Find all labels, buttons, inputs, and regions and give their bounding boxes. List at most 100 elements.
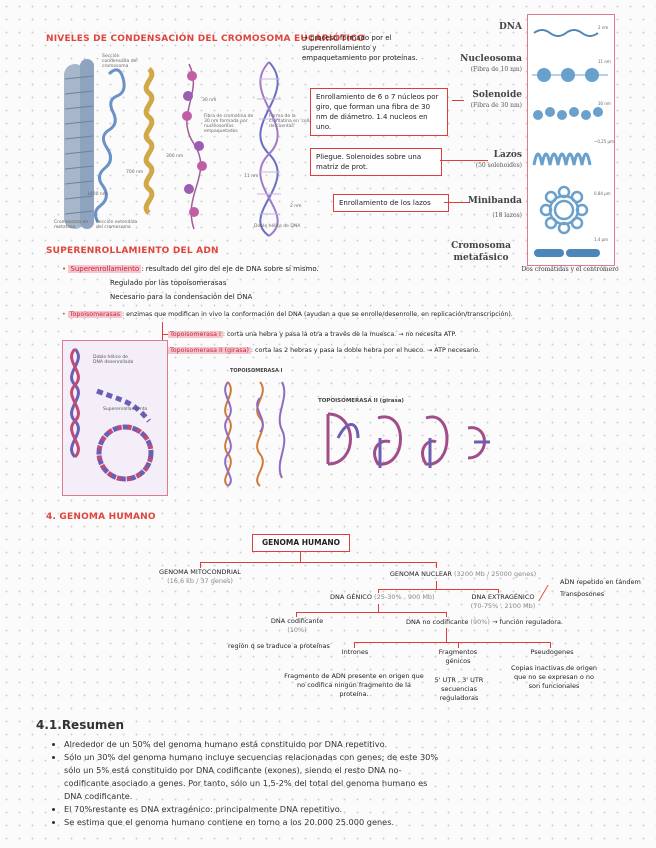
dna-no-codificante: DNA no codificante (90%) → función regul… [406,618,563,627]
dna-levels-illustration [532,29,608,257]
intrones-note: Fragmento de ADN presente en origen que … [284,672,424,698]
tree-line-nuclear-down [436,581,438,589]
dna-scale-2nm: 2 nm [598,25,609,30]
codificante-note: región q se traduce a proteínas [228,642,330,650]
topoisomerasa-i-illustration [224,381,286,487]
fig-label-seccion-condensada: Sección condensada del cromosoma [102,54,138,69]
topo2-line: Topoisomerasa II (girasa): corta las 2 h… [168,346,480,356]
dna-level-sub-nucleosoma: (Fibra de 10 nm) [470,66,522,73]
tree-line-codificante [296,612,298,617]
dna-no-codificante-sub: (90%) [470,618,490,626]
tree-line-fragmentos [458,642,460,648]
supercoil-label-superenrollamiento: Superenrollamiento [103,407,148,412]
fragmentos-label: Fragmentos génicos [438,648,478,665]
genoma-mitocondrial-label: GENOMA MITOCONDRIAL [159,568,241,576]
fig-label-cromosoma-metafase: Cromosoma en metafase [54,220,89,230]
fig-label-fibra-30nm: Fibra de cromatina de 30 nm formada por … [204,114,254,134]
fig-label-700nm: 700 nm [126,170,144,175]
summary-title: 4.1.Resumen [36,718,125,732]
pseudogenes-note: Copias inactivas de origen que no se exp… [511,664,597,690]
connector-minibanda [444,202,470,203]
tree-line-genico [378,589,380,593]
fig-label-1400nm: 1400 nm [87,192,108,197]
supercoil-label-desenrollada: Doble hélice de DNA desenrollada [93,355,134,365]
dna-level-sub-minibanda: (18 lazos) [492,212,522,219]
connector-lazos [440,160,488,161]
topo1-line: Topoisomerasa I: corta una hebra y pasa … [168,330,456,340]
tree-line-intrones [354,642,356,648]
dna-level-sub-lazos: (50 solenoides) [475,162,522,169]
extragenico-note-transposones: Transposones [560,590,605,598]
dna-figure-caption: Dos cromátidas y el centrómero [521,266,619,273]
connector-solenoide [452,100,464,101]
chromosome-condensation-illustration [64,59,281,237]
tree-line-nuclear [436,562,438,568]
pseudogenes-label: Pseudogenes [530,648,574,656]
tree-line-level4 [354,642,550,644]
fig-label-forma-collar: Forma de la cromatina en 'collar de cuen… [269,114,314,129]
dna-scale-084um: 0,84 μm [594,191,611,196]
genoma-nuclear: GENOMA NUCLEAR (3200 Mb / 25000 genes) [388,570,538,579]
dna-level-label-solenoide: Solenoide [472,90,522,100]
topoisomerasas-text: : enzimas que modifican in vivo la confo… [121,311,513,318]
genoma-nuclear-label: GENOMA NUCLEAR [389,570,452,578]
topoisomerasas-key: Topoisomerasas [67,311,122,318]
dna-level-label-cromosoma: Cromosoma metafásico [451,241,511,263]
tree-line-pseudogenes [550,642,552,648]
dna-extragenico-sub: (70-75% , 2100 Mb) [470,602,536,610]
topoisomerasa-ii-figure: TOPOISOMERASA II (girasa) [318,398,498,474]
tree-line-genico-down [378,604,380,612]
dna-level-label-dna: DNA [498,22,522,32]
no-codificante-note: → función reguladora. [492,618,564,626]
fig-label-seccion-extendida: Sección extendida del cromosoma [96,220,138,230]
summary-item: Alrededor de un 50% del genoma humano es… [64,738,444,751]
lazos-note-box: Pliegue. Solenoides sobre una matriz de … [310,148,442,176]
section1-arrow-note: → proceso formado por el superenrollamie… [302,34,418,62]
beads-on-string-shape [182,63,207,230]
topo2-text: : corta las 2 hebras y pasa la doble heb… [250,347,481,354]
dna-level-sub-solenoide: (Fibra de 30 nm) [470,102,522,109]
bullet-marker: • [62,311,66,318]
chromosome-condensation-figure: Cromosoma en metafase Sección extendida … [54,54,314,240]
tree-line-level3 [296,612,446,614]
dna-extragenico-label: DNA EXTRAGÉNICO [471,593,535,601]
fig-label-30nm: 30 nm [202,98,217,103]
section2-title: Superenrollamiento del ADN [46,246,219,256]
sub-note-necesario: Necesario para la condensación del DNA [110,293,253,301]
topoisomerasa-ii-label: TOPOISOMERASA II (girasa) [318,398,404,404]
dna-genico-sub: (25-30% , 900 Mb) [374,593,435,601]
topo1-text: : corta una hebra y pasa la otra a travé… [222,331,457,338]
genoma-nuclear-sub: (3200 Mb / 25000 genes) [454,570,537,578]
dna-levels-figure: 2 nm 11 nm 30 nm ~0,25 μm 0,84 μm 1,4 μm [527,14,615,266]
genoma-mitocondrial-sub: (16,6 kb / 37 genes) [167,577,233,585]
dna-level-label-lazos: Lazos [493,150,522,160]
tree-line-extragenico [498,589,500,593]
bullet-topoisomerasas: • Topoisomerasas: enzimas que modifican … [62,310,622,320]
tree-line-level1 [200,562,436,564]
topoisomerasa-i-label: TOPOISOMERASA I [230,368,283,374]
dna-codificante: DNA codificante (10%) [262,617,332,635]
chromatin-loops-shape [93,68,126,223]
genoma-humano-root: GENOMA HUMANO [252,534,350,552]
section4-title: 4. Genoma humano [46,512,156,522]
dna-scale-14um: 1,4 μm [594,237,609,242]
genoma-mitocondrial: GENOMA MITOCONDRIAL (16,6 kb / 37 genes) [148,568,252,586]
dna-scale-025um: ~0,25 μm [594,139,614,144]
bullet-marker: • [62,265,67,273]
tree-line-level2 [378,589,498,591]
dna-scale-11nm: 11 nm [598,59,611,64]
tree-line-root-down [300,552,302,562]
extragenico-note-tandem: ADN repetido en tándem [560,578,641,586]
dna-level-label-minibanda: Minibanda [467,196,522,206]
extragenico-bracket [538,585,549,601]
fig-label-doble-helice: Doble hélice de DNA [254,224,301,229]
tree-line-no-codificante [446,612,448,617]
fig-label-2nm: 2 nm [290,204,302,209]
topo2-key: Topoisomerasa II (girasa) [168,347,251,354]
dna-scale-30nm: 30 nm [598,101,611,106]
dna-codificante-sub: (10%) [287,626,307,634]
sub-note-regulado: Regulado por las topoisomerasas [110,279,227,287]
summary-item: El 70%restante es DNA extragénico: princ… [64,803,444,816]
superenrollamiento-text: : resultado del giro del eje de DNA sobr… [141,265,319,273]
supercoil-illustration [63,341,167,495]
